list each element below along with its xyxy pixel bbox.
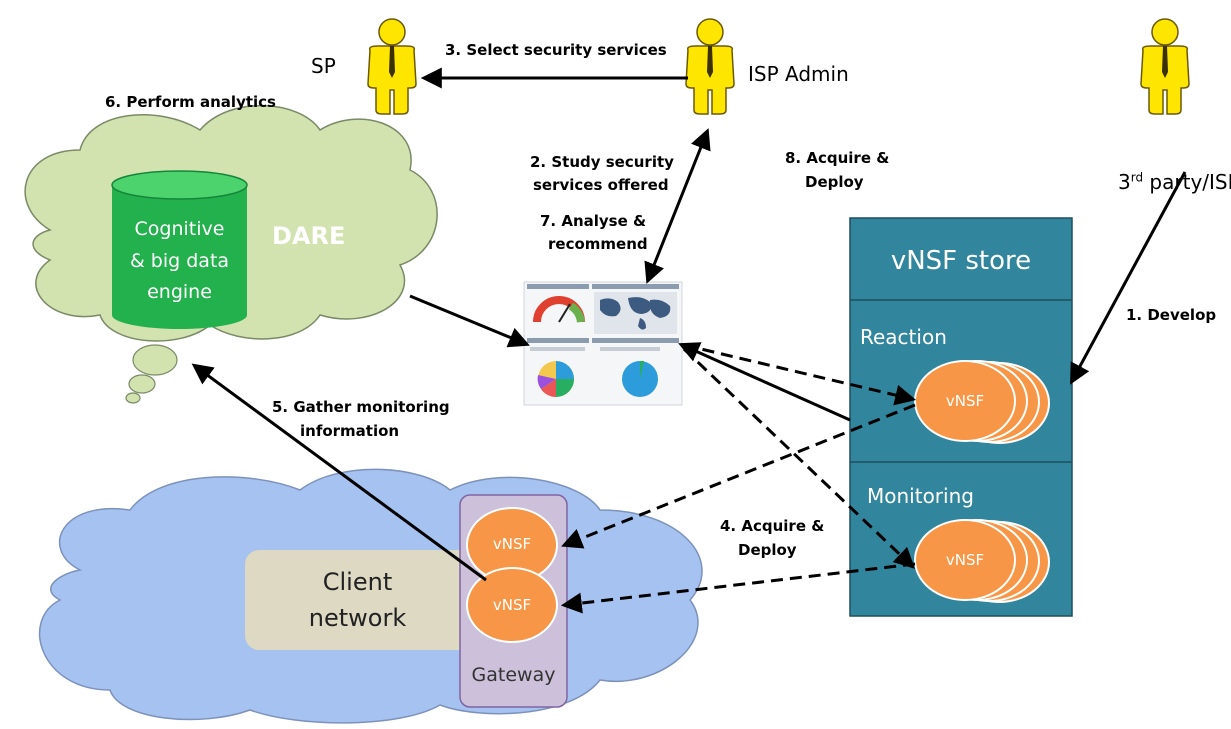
monitoring-label: Monitoring [867, 484, 974, 508]
third-party-sup: rd [1130, 170, 1144, 185]
step-2-label-line1: 2. Study security [530, 153, 674, 171]
gateway-vnsf-bottom [466, 567, 558, 643]
third-party-label: 3rd party/ISP [1118, 170, 1231, 194]
arrow-reaction-to-dashboard [678, 342, 851, 422]
store-title: vNSF store [890, 246, 1032, 276]
engine-cylinder [111, 170, 248, 329]
step-7-label-line2: recommend [548, 235, 648, 253]
third-party-rest: party/ISP [1143, 170, 1231, 194]
arrow-recommend-reaction [683, 343, 917, 406]
arrow-deploy-reaction [561, 403, 916, 549]
step-8-label-line1: 8. Acquire & [785, 149, 890, 167]
step-4-label-line1: 4. Acquire & [720, 517, 825, 535]
dare-title: DARE [272, 222, 346, 250]
step-5-label-line2: information [300, 422, 400, 440]
arrow-develop [1070, 171, 1187, 385]
gateway-vnsf-top-label: vNSF [492, 535, 532, 553]
arrow-deploy-monitoring [560, 562, 916, 614]
isp-admin-person-icon [685, 18, 735, 115]
arrow-study-services [644, 128, 711, 284]
client-network-label-line1: Client [322, 568, 393, 596]
client-network-box [245, 550, 473, 650]
gateway-vnsf-bottom-label: vNSF [492, 596, 532, 614]
client-network-label-line2: network [308, 604, 407, 632]
step-8-label-line2: Deploy [805, 173, 864, 191]
third-party-base: 3 [1118, 170, 1131, 194]
engine-label-line2: & big data [129, 250, 230, 272]
monitoring-vnsf-label: vNSF [945, 551, 985, 569]
reaction-vnsf-label: vNSF [945, 392, 985, 410]
sp-person-icon [367, 18, 417, 115]
analytics-dashboard [523, 281, 683, 406]
engine-label-line3: engine [147, 281, 212, 303]
arrow-analytics-to-dashboard [409, 294, 530, 348]
third-party-person-icon [1140, 18, 1190, 115]
step-1-label: 1. Develop [1126, 306, 1217, 324]
arrow-gather-monitoring [191, 363, 487, 582]
step-2-label-line2: services offered [533, 176, 669, 194]
sp-label: SP [311, 54, 336, 78]
isp-admin-label: ISP Admin [748, 62, 849, 86]
reaction-label: Reaction [860, 325, 947, 349]
step-4-label-line2: Deploy [738, 541, 797, 559]
step-6-label: 6. Perform analytics [105, 93, 276, 111]
gateway-label: Gateway [471, 664, 556, 686]
arrow-recommend-monitoring [682, 347, 916, 569]
step-7-label-line1: 7. Analyse & [540, 212, 647, 230]
engine-label-line1: Cognitive [134, 218, 225, 240]
step-5-label-line1: 5. Gather monitoring [272, 398, 450, 416]
step-3-label: 3. Select security services [445, 41, 667, 59]
